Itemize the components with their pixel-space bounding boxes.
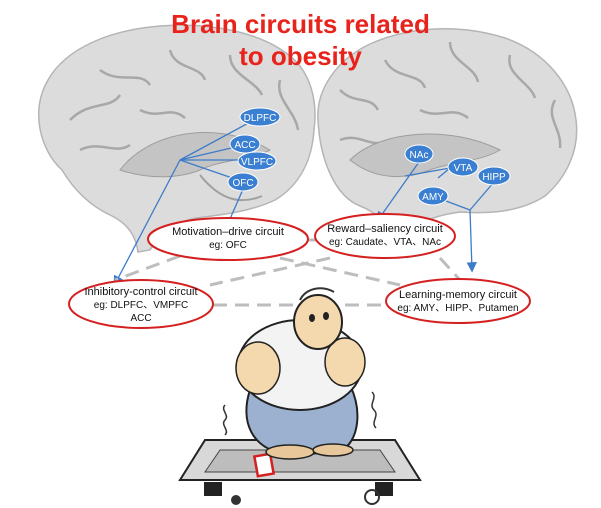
learning-circuit-label: Learning-memory circuit eg: AMY、HIPP、Put… bbox=[388, 289, 528, 315]
circuit-name: Learning-memory circuit bbox=[388, 289, 528, 302]
circuit-example-continued: ACC bbox=[71, 312, 211, 325]
reward-circuit-label: Reward–saliency circuit eg: Caudate、VTA、… bbox=[317, 223, 453, 249]
circuit-example: eg: DLPFC、VMPFC bbox=[71, 299, 211, 312]
obese-figure-illustration bbox=[180, 288, 420, 505]
region-dlpfc: DLPFC bbox=[240, 108, 280, 126]
region-ofc: OFC bbox=[228, 173, 258, 191]
region-vlpfc: VLPFC bbox=[238, 152, 276, 170]
region-label: HIPP bbox=[482, 172, 506, 183]
region-label: ACC bbox=[234, 140, 255, 151]
region-label: OFC bbox=[232, 178, 253, 189]
region-label: DLPFC bbox=[244, 113, 277, 124]
region-vta: VTA bbox=[448, 158, 478, 176]
region-amy: AMY bbox=[418, 187, 448, 205]
circuit-example: eg: OFC bbox=[150, 239, 306, 252]
circuit-name: Motivation–drive circuit bbox=[150, 226, 306, 239]
region-label: VLPFC bbox=[241, 157, 273, 168]
region-label: VTA bbox=[454, 163, 473, 174]
circuit-name: Inhibitory-control circuit bbox=[71, 286, 211, 299]
region-label: NAc bbox=[410, 150, 429, 161]
title-line-1: Brain circuits related bbox=[0, 8, 601, 40]
region-nac: NAc bbox=[405, 145, 433, 163]
region-label: AMY bbox=[422, 192, 444, 203]
circuit-name: Reward–saliency circuit bbox=[317, 223, 453, 236]
title-line-2: to obesity bbox=[0, 40, 601, 72]
region-hipp: HIPP bbox=[478, 167, 510, 185]
inhibitory-circuit-label: Inhibitory-control circuit eg: DLPFC、VMP… bbox=[71, 286, 211, 325]
region-acc: ACC bbox=[230, 135, 260, 153]
circuit-example: eg: AMY、HIPP、Putamen bbox=[388, 302, 528, 315]
motivation-circuit-label: Motivation–drive circuit eg: OFC bbox=[150, 226, 306, 252]
circuit-example: eg: Caudate、VTA、NAc bbox=[317, 236, 453, 249]
